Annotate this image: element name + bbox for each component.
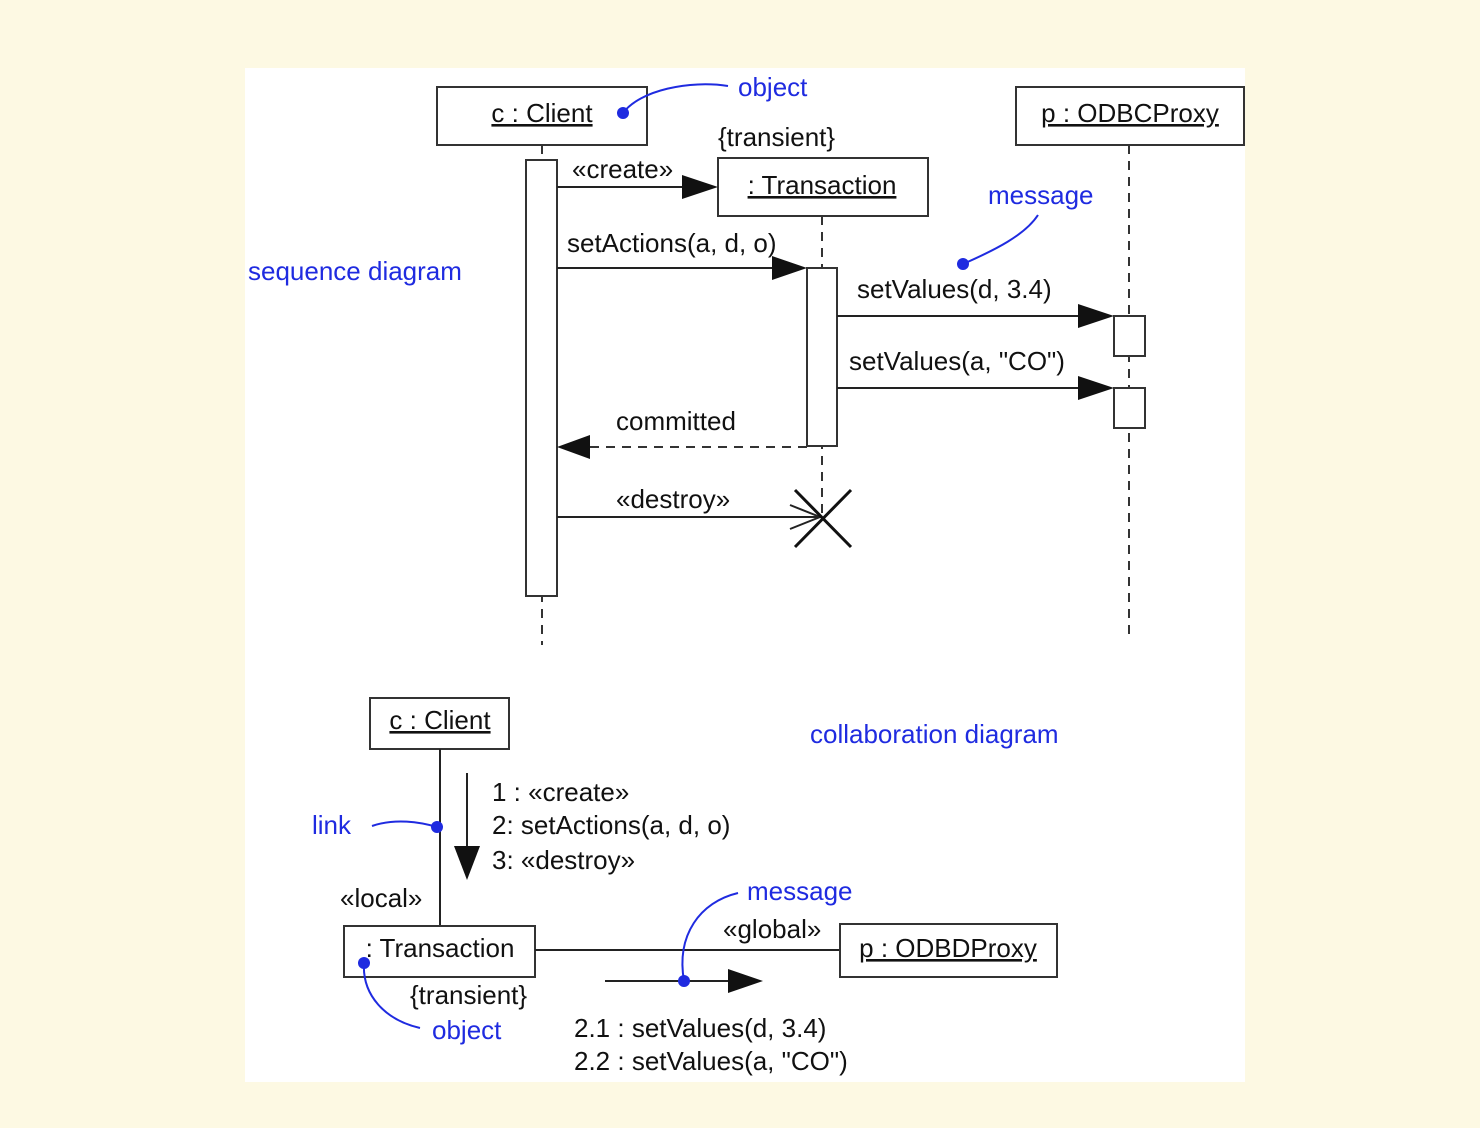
col-transaction-label: : Transaction [366,933,515,963]
col-proxy-object[interactable] [839,923,1058,978]
col-global-stereotype: «global» [723,914,821,944]
col-message-2-1: 2.1 : setValues(d, 3.4) [574,1013,826,1043]
sequence-diagram-title: sequence diagram [248,256,462,286]
seq-proxy-label: p : ODBCProxy [1041,98,1219,128]
col-message-2: 2: setActions(a, d, o) [492,810,730,840]
col-local-stereotype: «local» [340,883,422,913]
seq-object-note-dot [617,107,629,119]
col-object-note-leader [362,962,421,1029]
seq-create-label: «create» [572,154,673,184]
seq-setvalues1-label: setValues(d, 3.4) [857,274,1052,304]
seq-proxy-activation-2 [1113,387,1146,429]
seq-destroy-label: «destroy» [616,484,730,514]
col-link-note-dot [431,821,443,833]
col-transaction-object[interactable] [343,925,536,978]
col-transient-constraint: {transient} [410,980,527,1010]
seq-committed-label: committed [616,406,736,436]
col-message-3: 3: «destroy» [492,845,635,875]
seq-proxy-activation-1 [1113,315,1146,357]
seq-create-arrowhead [682,175,718,199]
col-client-message-arrowhead [454,846,480,880]
collaboration-diagram: collaboration diagram c : Client «local»… [312,697,1059,1076]
col-message-1: 1 : «create» [492,777,629,807]
seq-message-note-dot [957,258,969,270]
seq-committed-arrowhead [557,435,590,459]
col-message-note-dot [678,975,690,987]
seq-transient-constraint: {transient} [718,122,835,152]
seq-setvalues1-arrowhead [1078,304,1114,328]
col-client-label: c : Client [389,705,491,735]
col-proxy-label: p : ODBDProxy [859,933,1037,963]
seq-setvalues2-label: setValues(a, "CO") [849,346,1065,376]
seq-destruction-mark-b [793,488,853,549]
seq-message-note: message [988,180,1094,210]
seq-transaction-activation [806,267,838,447]
col-message-note: message [747,876,853,906]
seq-proxy-object[interactable] [1015,86,1245,146]
collaboration-diagram-title: collaboration diagram [810,719,1059,749]
seq-transaction-label: : Transaction [748,170,897,200]
seq-client-label: c : Client [491,98,593,128]
seq-setactions-arrowhead [772,256,807,280]
col-message-note-leader [681,892,739,982]
col-message-2-2: 2.2 : setValues(a, "CO") [574,1046,848,1076]
seq-message-note-leader [962,214,1039,265]
col-object-note-dot [358,957,370,969]
col-proxy-message-arrowhead [728,969,763,993]
seq-setvalues2-arrowhead [1078,376,1114,400]
col-object-note: object [432,1015,502,1045]
col-link-note: link [312,810,352,840]
seq-client-activation [525,159,558,597]
seq-object-note-leader [622,83,729,114]
diagram-panel [245,68,1245,1082]
seq-setactions-label: setActions(a, d, o) [567,228,777,258]
sequence-diagram: sequence diagram c : Client object {tran… [248,72,1245,645]
seq-object-note: object [738,72,808,102]
